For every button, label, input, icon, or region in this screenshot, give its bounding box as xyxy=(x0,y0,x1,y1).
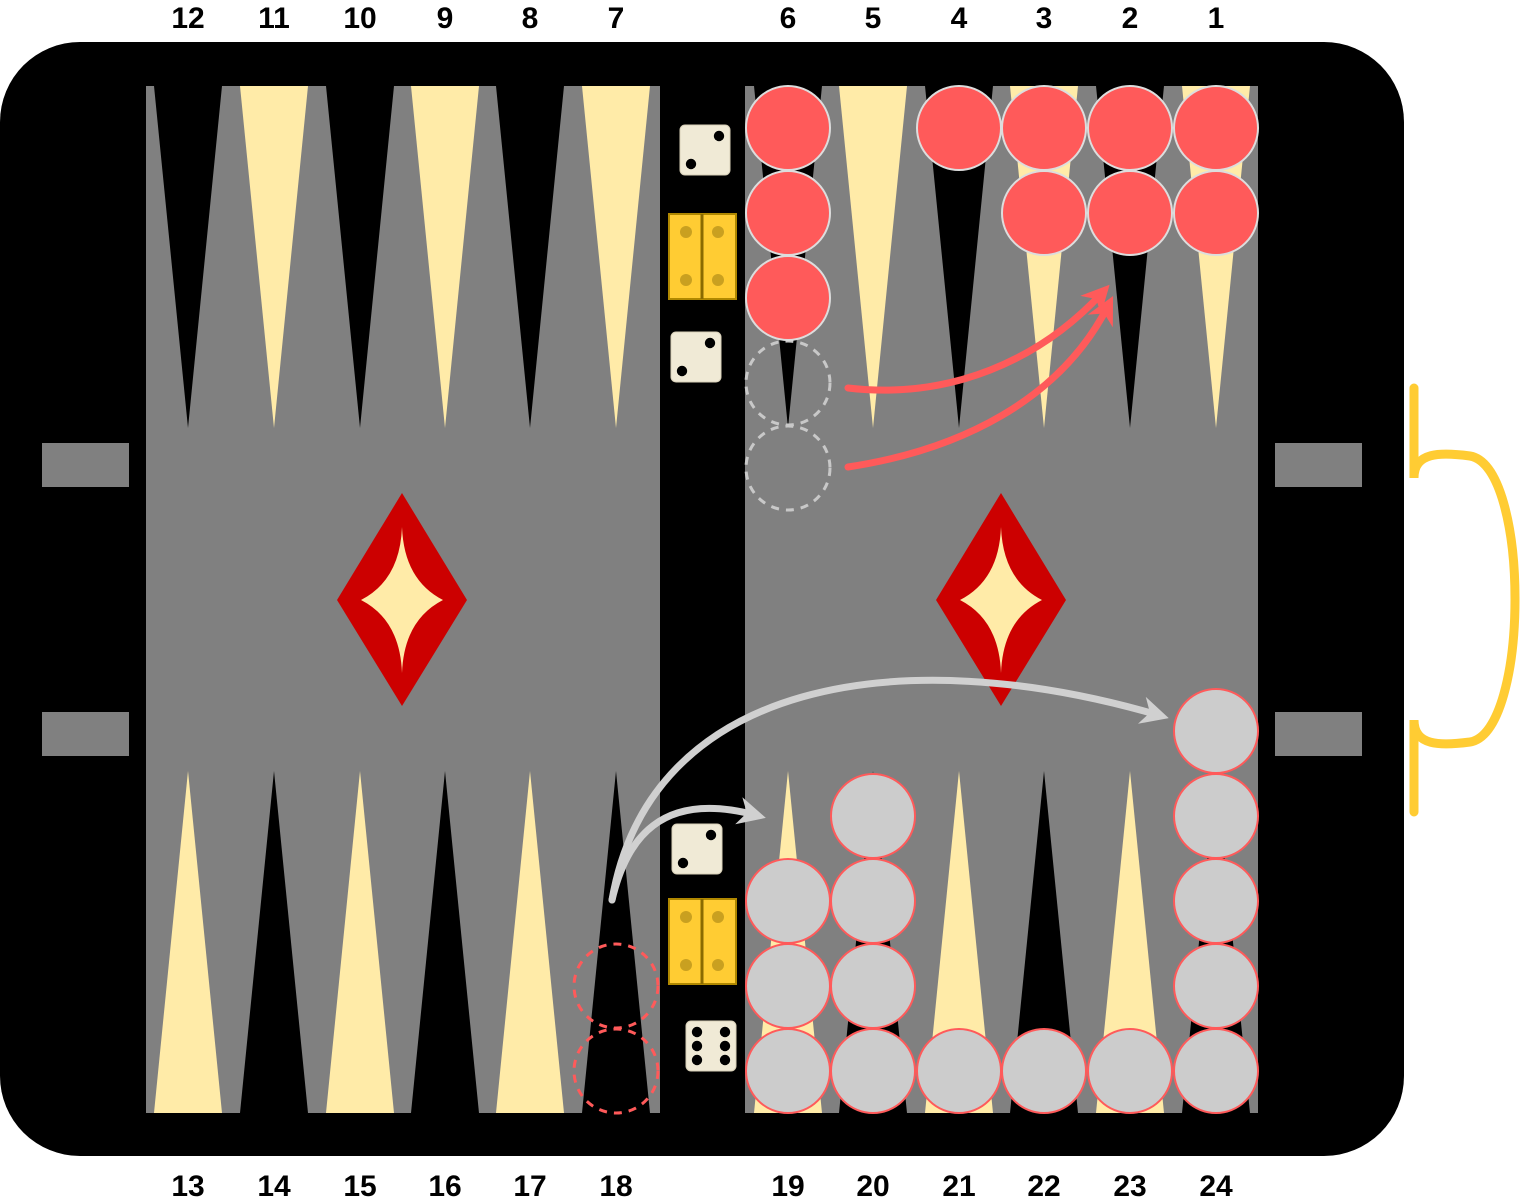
point-12[interactable] xyxy=(154,86,222,428)
case-handle xyxy=(1409,383,1520,817)
white-checker-point-24[interactable] xyxy=(1173,858,1259,944)
point-number-label: 1 xyxy=(1208,2,1225,35)
point-2[interactable] xyxy=(1096,86,1164,428)
point-number-label: 23 xyxy=(1113,1170,1146,1200)
point-number-label: 11 xyxy=(258,2,290,35)
red-checker-point-1[interactable] xyxy=(1173,170,1259,256)
red-checker-point-6[interactable] xyxy=(745,255,831,341)
point-9[interactable] xyxy=(411,86,479,428)
right-diamond-ornament xyxy=(936,493,1066,706)
point-14[interactable] xyxy=(240,771,308,1113)
point-number-label: 20 xyxy=(856,1170,889,1200)
white-move-arrow-long xyxy=(608,676,1169,904)
point-13[interactable] xyxy=(154,771,222,1113)
red-move-arrows xyxy=(844,284,1114,471)
red-ghost-checker xyxy=(744,424,832,512)
red-checker-point-2[interactable] xyxy=(1087,170,1173,256)
right-slot-top xyxy=(1275,443,1362,487)
top-hinge xyxy=(668,213,737,300)
white-checker-point-24[interactable] xyxy=(1173,773,1259,859)
die-bottom-2 xyxy=(685,1020,737,1072)
red-checker-point-6[interactable] xyxy=(745,170,831,256)
red-checker-point-3[interactable] xyxy=(1001,170,1087,256)
point-number-label: 6 xyxy=(780,2,797,35)
point-number-label: 24 xyxy=(1199,1170,1233,1200)
red-move-arrow-1 xyxy=(844,284,1110,394)
point-number-label: 17 xyxy=(513,1170,546,1200)
point-17[interactable] xyxy=(496,771,564,1113)
point-4[interactable] xyxy=(925,86,993,428)
die-top-2 xyxy=(670,331,722,383)
white-checker-point-24[interactable] xyxy=(1173,688,1259,774)
red-checker-point-3[interactable] xyxy=(1001,85,1087,171)
point-number-label: 16 xyxy=(428,1170,461,1200)
point-22[interactable] xyxy=(1010,771,1078,1113)
red-move-arrow-2 xyxy=(844,296,1114,471)
checker-layer xyxy=(745,85,1259,1114)
point-8[interactable] xyxy=(496,86,564,428)
point-15[interactable] xyxy=(326,771,394,1113)
point-number-label: 10 xyxy=(343,2,376,35)
white-checker-point-20[interactable] xyxy=(830,1028,916,1114)
white-checker-point-21[interactable] xyxy=(916,1028,1002,1114)
point-number-label: 22 xyxy=(1027,1170,1060,1200)
point-number-label: 3 xyxy=(1036,2,1053,35)
point-number-label: 12 xyxy=(171,2,204,35)
white-move-arrows xyxy=(608,676,1169,904)
point-16[interactable] xyxy=(411,771,479,1113)
ghost-checkers-layer xyxy=(572,339,832,1115)
point-10[interactable] xyxy=(326,86,394,428)
red-checker-point-1[interactable] xyxy=(1173,85,1259,171)
point-number-label: 7 xyxy=(608,2,625,35)
point-number-label: 19 xyxy=(771,1170,804,1200)
point-number-label: 4 xyxy=(951,2,968,35)
red-checker-point-4[interactable] xyxy=(916,85,1002,171)
right-slot-bottom xyxy=(1275,712,1362,756)
point-3[interactable] xyxy=(1010,86,1078,428)
white-checker-point-20[interactable] xyxy=(830,858,916,944)
red-checker-point-6[interactable] xyxy=(745,85,831,171)
point-1[interactable] xyxy=(1182,86,1250,428)
red-checker-point-2[interactable] xyxy=(1087,85,1173,171)
point-21[interactable] xyxy=(925,771,993,1113)
white-checker-point-19[interactable] xyxy=(745,943,831,1029)
white-checker-point-19[interactable] xyxy=(745,1028,831,1114)
point-number-label: 21 xyxy=(942,1170,975,1200)
white-checker-point-20[interactable] xyxy=(830,773,916,859)
left-diamond-ornament xyxy=(337,493,467,706)
point-number-label: 15 xyxy=(343,1170,376,1200)
point-5[interactable] xyxy=(839,86,907,428)
point-number-label: 13 xyxy=(171,1170,204,1200)
white-checker-point-24[interactable] xyxy=(1173,943,1259,1029)
white-checker-point-23[interactable] xyxy=(1087,1028,1173,1114)
point-23[interactable] xyxy=(1096,771,1164,1113)
white-checker-point-20[interactable] xyxy=(830,943,916,1029)
point-number-label: 18 xyxy=(599,1170,632,1200)
point-number-label: 9 xyxy=(437,2,454,35)
point-11[interactable] xyxy=(240,86,308,428)
white-checker-point-24[interactable] xyxy=(1173,1028,1259,1114)
white-checker-point-22[interactable] xyxy=(1001,1028,1087,1114)
left-slot-bottom xyxy=(42,712,129,756)
white-ghost-checker xyxy=(572,942,660,1030)
die-top-1 xyxy=(679,124,731,176)
point-number-label: 5 xyxy=(865,2,882,35)
point-number-label: 2 xyxy=(1122,2,1139,35)
point-7[interactable] xyxy=(582,86,650,428)
die-bottom-1 xyxy=(671,823,723,875)
point-18[interactable] xyxy=(582,771,650,1113)
left-slot-top xyxy=(42,443,129,487)
point-number-label: 14 xyxy=(257,1170,291,1200)
dice-layer xyxy=(670,124,737,1072)
white-checker-point-19[interactable] xyxy=(745,858,831,944)
point-number-label: 8 xyxy=(522,2,539,35)
bottom-hinge xyxy=(668,898,737,985)
